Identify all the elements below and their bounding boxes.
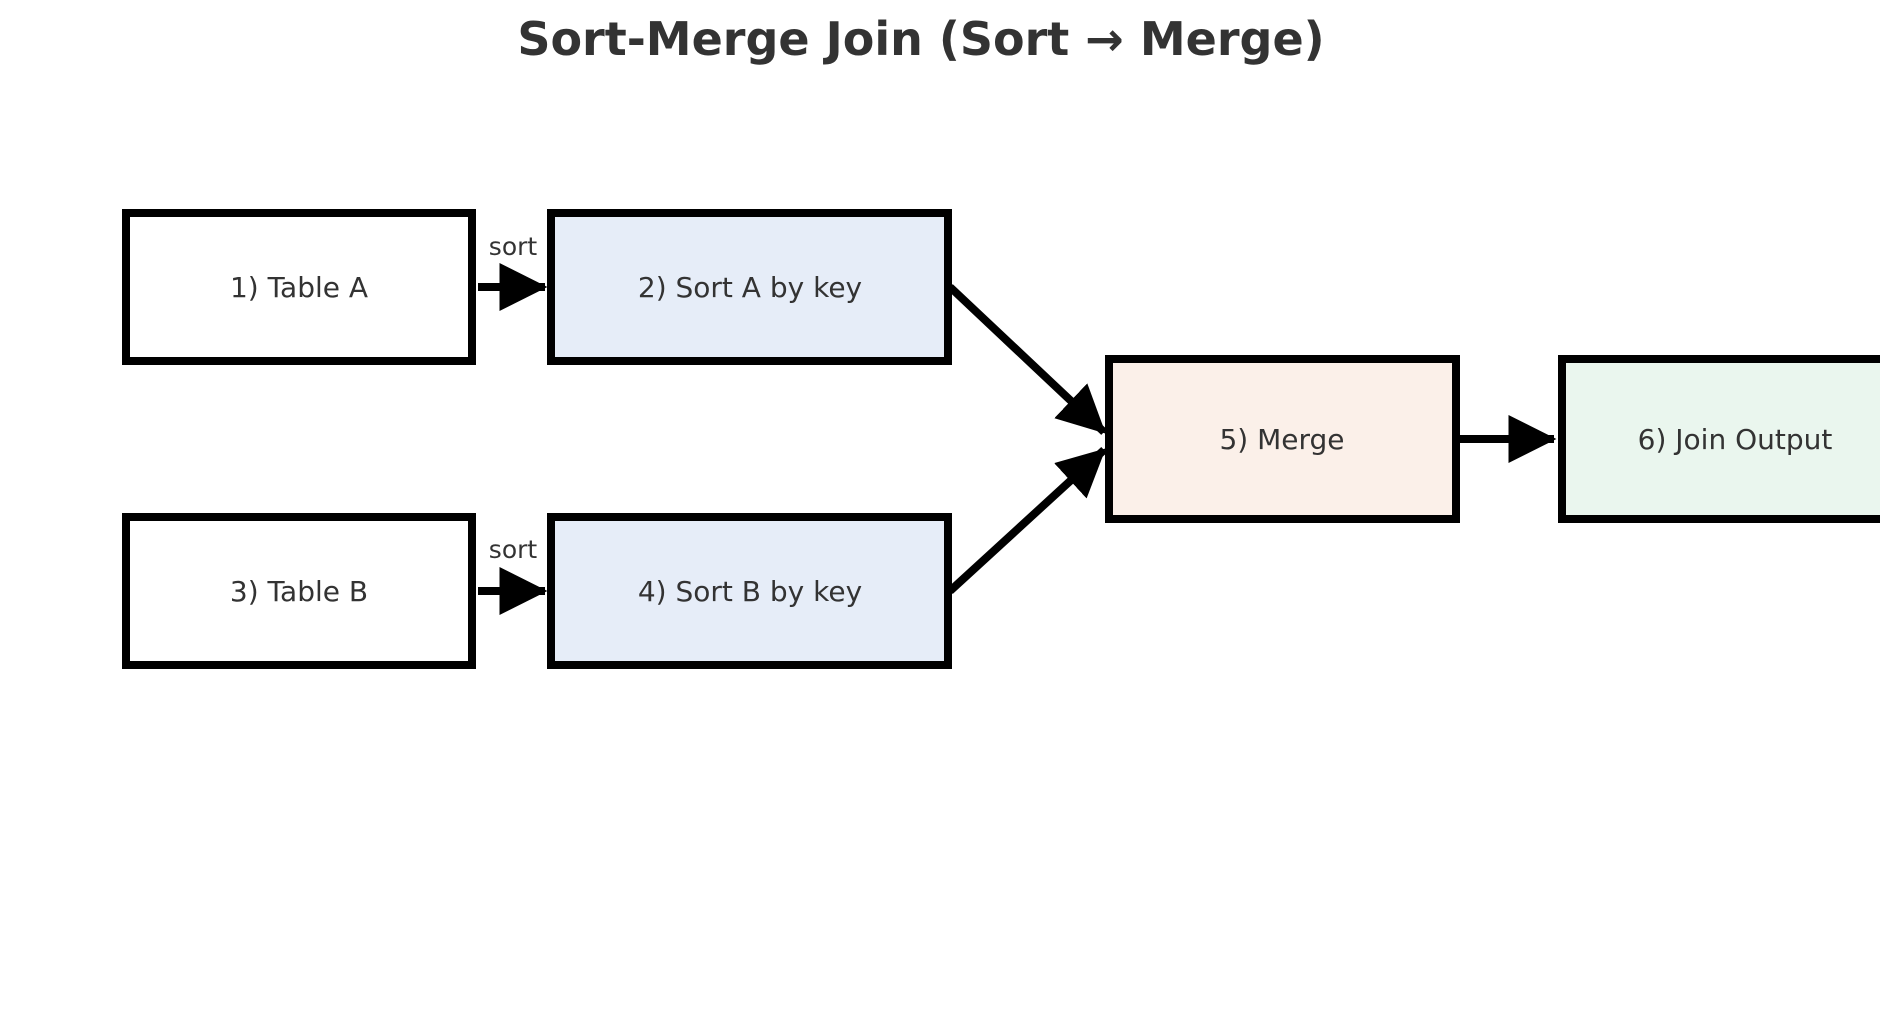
diagram-title: Sort-Merge Join (Sort → Merge) [517,12,1324,66]
node-sort-b-box [547,513,952,669]
node-sort-b: 4) Sort B by key [547,513,952,669]
node-merge-box [1105,355,1460,523]
node-table-b-box [122,513,476,669]
node-join-output-label: 6) Join Output [1638,423,1833,456]
node-sort-a-label: 2) Sort A by key [638,271,862,304]
node-merge-label: 5) Merge [1219,423,1344,456]
node-sort-a-box [547,209,952,365]
node-join-output: 6) Join Output [1558,355,1880,523]
node-join-output-box [1558,355,1880,523]
node-table-a: 1) Table A [122,209,476,365]
edge-label-sort-b: sort [489,535,538,564]
edges [478,263,1557,615]
node-table-a-label: 1) Table A [230,271,368,304]
node-table-b: 3) Table B [122,513,476,669]
node-table-b-label: 3) Table B [230,575,368,608]
node-sort-a: 2) Sort A by key [547,209,952,365]
edge-label-sort-a: sort [489,232,538,261]
node-merge: 5) Merge [1105,355,1460,523]
node-table-a-box [122,209,476,365]
node-sort-b-label: 4) Sort B by key [638,575,862,608]
edge-sort-a-to-merge [947,284,1107,435]
edge-sort-b-to-merge [947,447,1107,594]
